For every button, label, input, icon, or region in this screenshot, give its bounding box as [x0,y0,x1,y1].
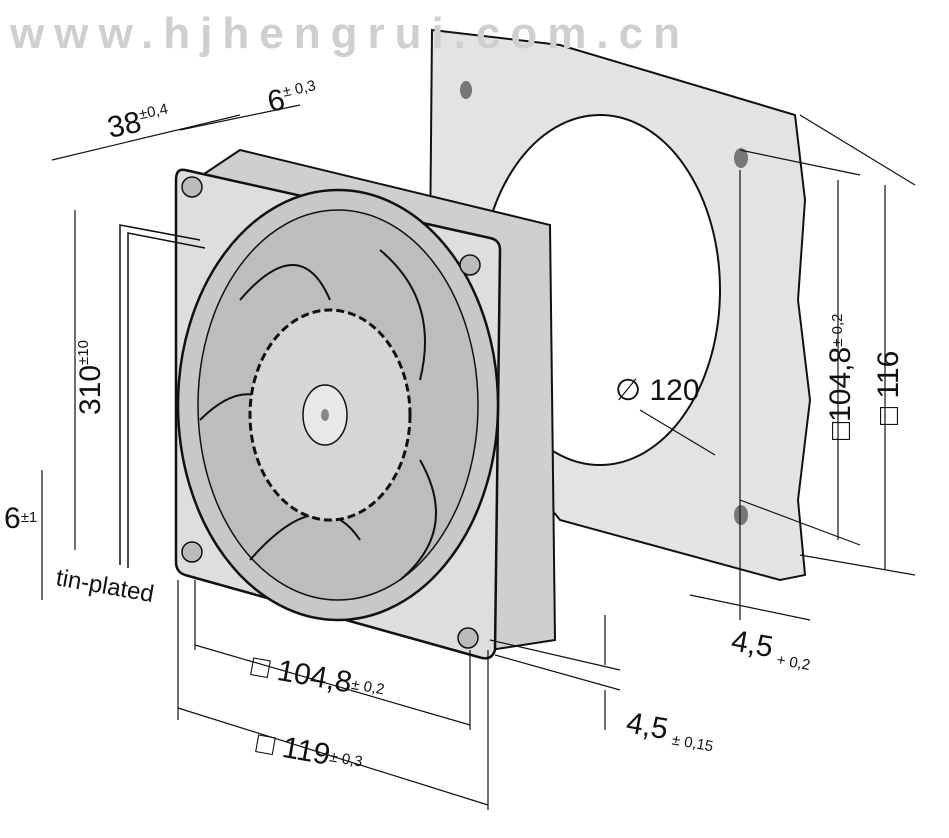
mounting-hole-icon [459,254,481,276]
mounting-hole-icon [181,541,203,563]
hole-spacing-front-value: □ 104,8 [249,649,355,699]
hole-spacing-panel-tol: ± 0,2 [829,314,846,347]
panel-hole-icon [734,148,748,168]
svg-text:4,5+ 0,2: 4,5+ 0,2 [728,624,815,674]
fan [174,148,557,660]
svg-text:38±0,4: 38±0,4 [105,100,173,145]
mounting-hole-icon [181,176,203,198]
svg-text:6± 0,3: 6± 0,3 [265,76,321,119]
frame-size-value: □ 119 [254,726,333,771]
panel-hole-icon [734,505,748,525]
strip-length-tol: ±1 [21,509,38,526]
svg-text:6±1: 6±1 [4,502,37,535]
svg-text:□ 119± 0,3: □ 119± 0,3 [254,726,366,777]
svg-text:310±10: 310±10 [74,340,107,415]
lead-wires [119,224,206,568]
hole-spacing-panel-value: □104,8 [824,347,857,440]
depth-tol: ±0,4 [137,101,169,124]
dimension-labels: 38±0,4 6± 0,3 310±10 6±1 tin-plated □ 10… [4,76,905,777]
svg-text:□ 104,8± 0,2: □ 104,8± 0,2 [249,649,387,705]
frame-size-tol: ± 0,3 [328,748,364,771]
hole-dia-panel-tol: + 0,2 [775,651,811,674]
hole-dia-front-value: 4,5 [624,706,671,746]
mounting-hole-icon [457,627,479,649]
lead-length-tol: ±10 [75,340,92,365]
panel-size: □ 116 [872,351,905,425]
cutout-diameter: ∅ 120 [615,374,700,407]
lead-length-value: 310 [74,365,107,415]
watermark: www.hjhengrui.com.cn [9,9,690,58]
hole-dia-front-tol: ± 0,15 [671,731,715,755]
depth-value: 38 [105,106,145,145]
lead-note: tin-plated [54,564,156,608]
svg-text:□104,8± 0,2: □104,8± 0,2 [824,314,857,440]
hole-spacing-front-tol: ± 0,2 [350,676,386,699]
connector-value: 6 [265,83,288,119]
connector-tol: ± 0,3 [281,77,317,101]
strip-length-value: 6 [4,502,21,535]
hole-dia-panel-value: 4,5 [729,624,776,664]
dimension-lines [41,104,916,810]
panel-hole-icon [460,81,472,99]
watermark-url: www.hjhengrui.com.cn [9,9,690,58]
svg-text:4,5± 0,15: 4,5± 0,15 [624,706,718,755]
